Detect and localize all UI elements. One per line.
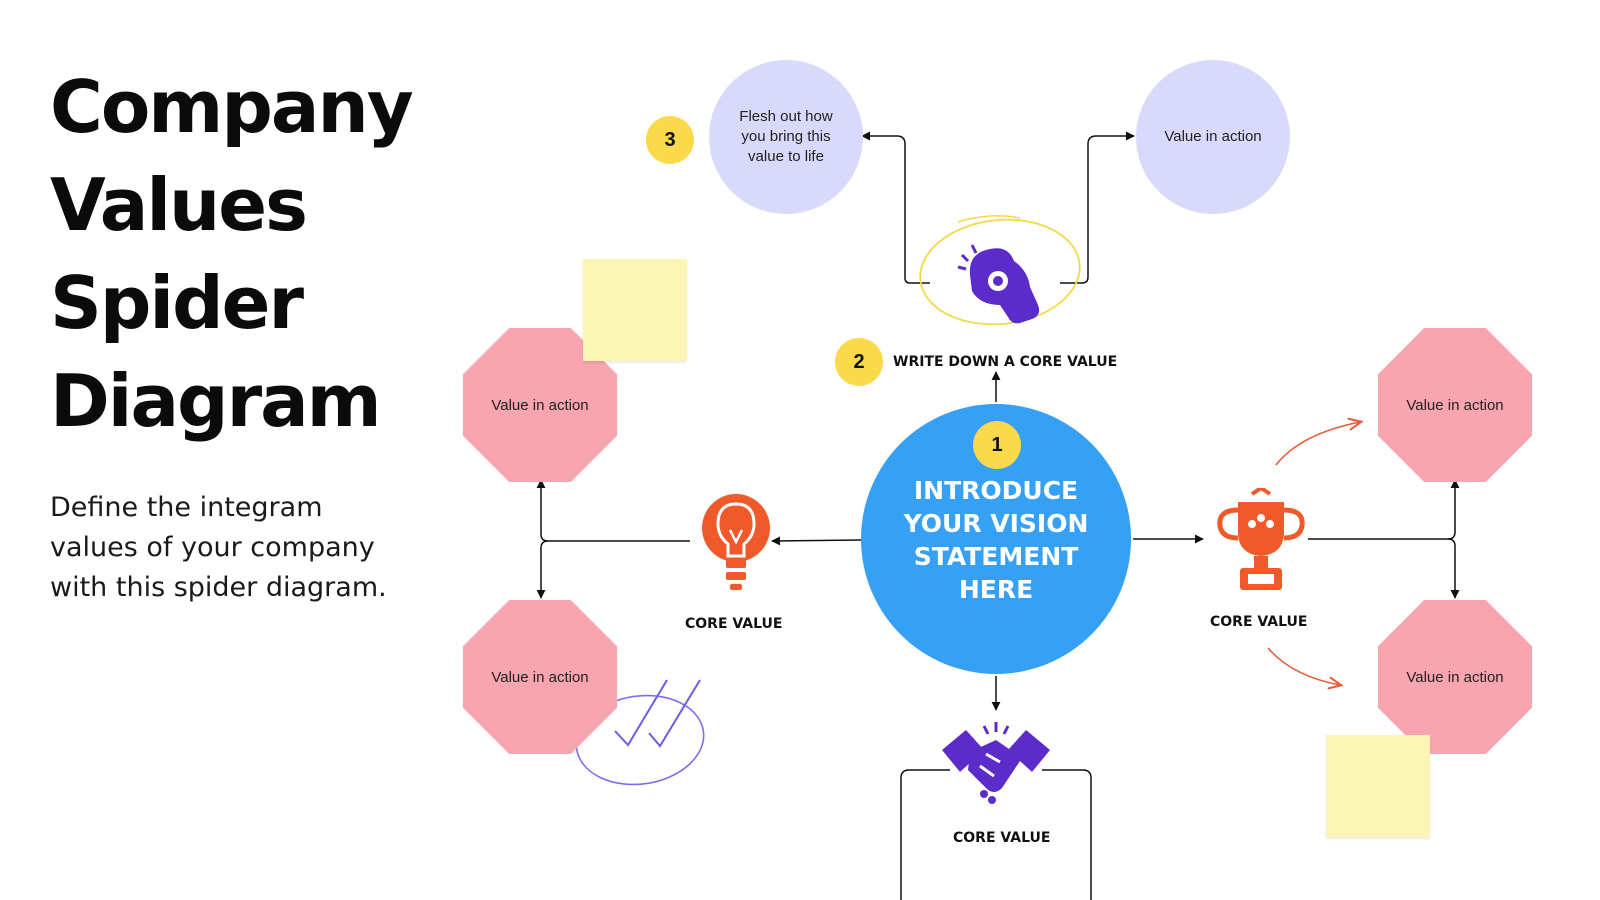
sticky-note-left <box>583 259 687 361</box>
connector-bottom-right <box>1042 769 1092 900</box>
value-circle-right: Value in action <box>1136 60 1290 214</box>
value-in-action-box-right-bottom: Value in action <box>1378 600 1532 754</box>
box-text: Value in action <box>491 668 589 686</box>
core-value-label-top: WRITE DOWN A CORE VALUE <box>893 354 1118 370</box>
connector-right-branch <box>1308 479 1460 540</box>
orange-arrow-bottom <box>1267 647 1340 685</box>
checkmark-scribble <box>614 679 668 747</box>
box-text: Value in action <box>1406 668 1504 686</box>
circle-text: Value in action <box>1164 128 1262 145</box>
highlight-scribble <box>919 218 1081 326</box>
lightbulb-icon <box>702 494 770 590</box>
core-value-label-left: CORE VALUE <box>685 616 783 632</box>
value-in-action-box-left-bottom: Value in action <box>463 600 617 754</box>
trophy-icon <box>1217 488 1305 590</box>
vision-statement-text: INTRODUCE YOUR VISION STATEMENT HERE <box>903 476 1089 604</box>
core-value-label-bottom: CORE VALUE <box>953 830 1051 846</box>
step-badge-1: 1 <box>973 421 1021 469</box>
connector-top-right <box>1060 131 1135 284</box>
handshake-icon <box>942 722 1050 804</box>
orange-arrow-top <box>1275 422 1360 466</box>
value-circle-flesh-out: Flesh out how you bring this value to li… <box>709 60 863 214</box>
connector-left-branch-lower <box>536 540 549 599</box>
connector-top-left <box>861 131 930 284</box>
title-line: Company <box>50 65 414 149</box>
connector-center-left <box>771 536 862 546</box>
value-in-action-box-right-top: Value in action <box>1378 328 1532 482</box>
page-title: Company Values Spider Diagram <box>50 58 430 450</box>
connector-right-branch-lower <box>1447 538 1460 599</box>
circle-text: Flesh out how you bring this value to li… <box>739 108 833 165</box>
title-line: Spider <box>50 261 304 345</box>
connector-bottom-left <box>900 769 950 900</box>
title-line: Diagram <box>50 359 382 443</box>
ok-hand-icon <box>957 244 1040 324</box>
title-line: Values <box>50 163 308 247</box>
connector-left-branch <box>536 479 690 542</box>
sticky-note-right <box>1326 735 1430 837</box>
step-badge-3: 3 <box>646 116 694 164</box>
core-value-label-right: CORE VALUE <box>1210 614 1308 630</box>
box-text: Value in action <box>1406 396 1504 414</box>
check-scribble-circle <box>575 694 705 786</box>
step-badge-2: 2 <box>835 338 883 386</box>
box-text: Value in action <box>491 396 589 414</box>
page-subtitle: Define the integram values of your compa… <box>50 492 387 603</box>
